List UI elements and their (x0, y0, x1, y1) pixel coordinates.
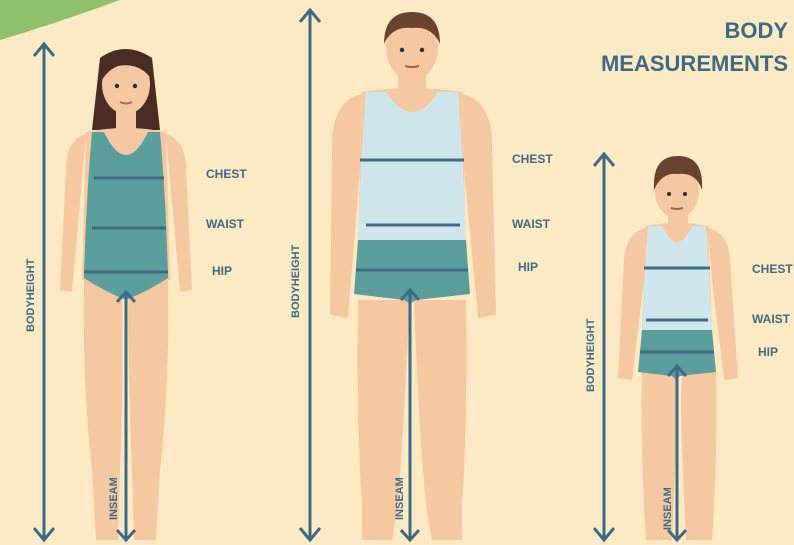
man-hip-label: HIP (518, 260, 538, 274)
title-line-2: MEASUREMENTS (601, 51, 788, 76)
child-tank-top (642, 226, 712, 334)
figure-child (594, 154, 738, 540)
figure-woman (34, 44, 192, 540)
woman-inseam-label: INSEAM (108, 477, 120, 520)
woman-chest-label: CHEST (206, 167, 247, 181)
man-tank-top (358, 92, 466, 244)
child-waist-label: WAIST (752, 312, 791, 326)
man-waist-label: WAIST (512, 217, 551, 231)
child-hip-label: HIP (758, 345, 778, 359)
man-bodyheight-label: BODYHEIGHT (290, 244, 302, 318)
man-inseam-label: INSEAM (394, 477, 406, 520)
figure-man (300, 10, 496, 540)
child-inseam-label: INSEAM (662, 487, 674, 530)
woman-swimsuit (84, 132, 168, 300)
title-line-1: BODY (724, 18, 788, 43)
woman-bodyheight-label: BODYHEIGHT (25, 258, 37, 332)
child-chest-label: CHEST (752, 262, 793, 276)
child-bodyheight-label: BODYHEIGHT (585, 318, 597, 392)
woman-hip-label: HIP (212, 264, 232, 278)
man-chest-label: CHEST (512, 152, 553, 166)
woman-waist-label: WAIST (206, 217, 245, 231)
corner-accent (0, 0, 120, 40)
